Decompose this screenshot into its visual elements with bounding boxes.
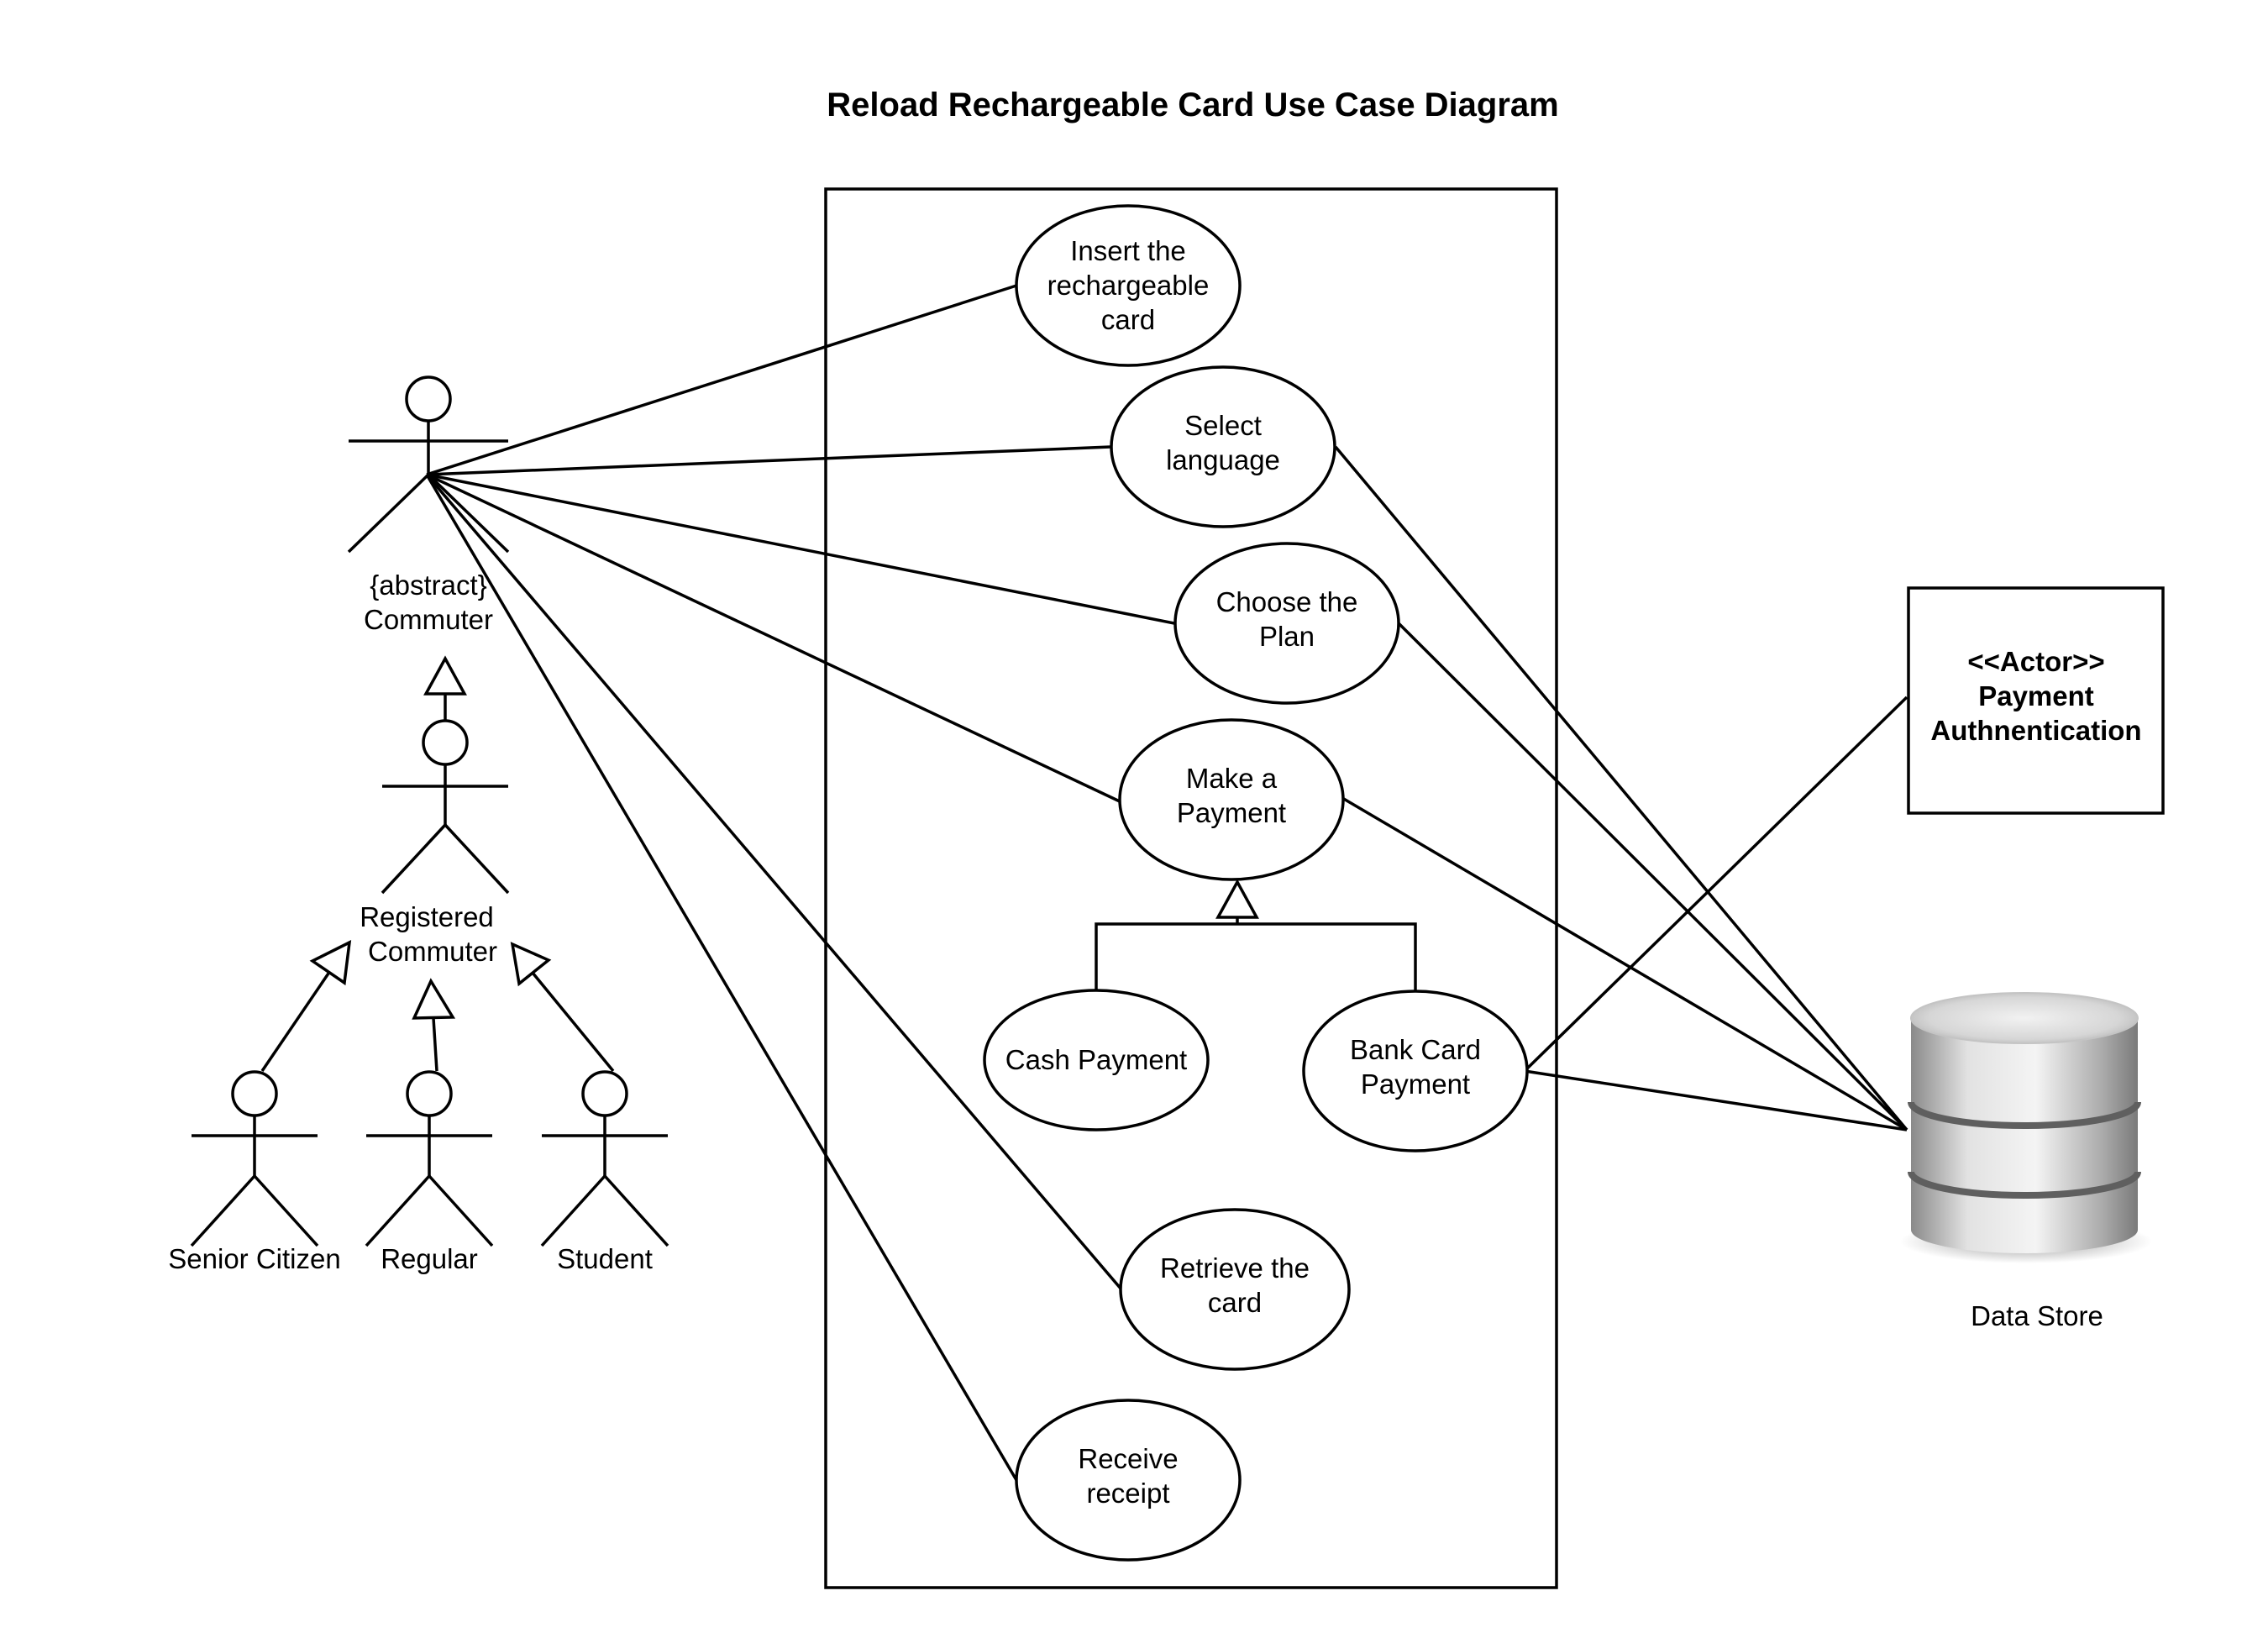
assoc-commuter-receipt (425, 474, 1018, 1481)
payment-authentication-actor[interactable]: <<Actor>> Payment Authnentication (1907, 586, 2165, 815)
commuter-associations (425, 284, 1175, 1481)
svg-text:Plan: Plan (1259, 621, 1315, 652)
assoc-payment-datastore (1341, 796, 1908, 1131)
svg-text:Payment: Payment (1361, 1068, 1470, 1100)
datastore-associations (1334, 445, 1908, 1131)
assoc-plan-datastore (1397, 622, 1908, 1131)
generalization-registered-commuter (423, 655, 467, 721)
svg-text:{abstract}: {abstract} (370, 570, 486, 601)
svg-text:card: card (1101, 304, 1155, 335)
generalization-student (510, 942, 615, 1073)
use-case-bank-card-payment[interactable]: Bank Card Payment (1302, 990, 1529, 1152)
svg-text:Bank Card: Bank Card (1350, 1034, 1481, 1065)
actor-registered-commuter[interactable]: Registered Commuter (360, 719, 510, 967)
svg-text:Cash Payment: Cash Payment (1005, 1044, 1187, 1075)
svg-text:<<Actor>>: <<Actor>> (1967, 646, 2104, 677)
generalization-regular (412, 978, 456, 1072)
use-case-insert-card[interactable]: Insert the rechargeable card (1015, 204, 1242, 367)
assoc-bankcard-payment-auth (1523, 696, 1908, 1073)
svg-text:Commuter: Commuter (364, 604, 493, 635)
svg-text:Select: Select (1184, 410, 1262, 441)
svg-text:Receive: Receive (1078, 1443, 1178, 1474)
actor-regular[interactable]: Regular (365, 1070, 494, 1274)
svg-text:Retrieve the: Retrieve the (1160, 1252, 1310, 1284)
svg-text:Authnentication: Authnentication (1930, 715, 2141, 746)
svg-text:Payment: Payment (1177, 797, 1286, 828)
svg-text:Student: Student (557, 1243, 653, 1274)
use-case-make-payment[interactable]: Make a Payment (1118, 718, 1345, 881)
actor-student[interactable]: Student (540, 1070, 669, 1274)
payment-generalization (1095, 879, 1417, 993)
svg-text:rechargeable: rechargeable (1047, 270, 1210, 301)
svg-text:receipt: receipt (1086, 1478, 1169, 1509)
generalization-senior (260, 939, 352, 1072)
assoc-bankcard-datastore (1524, 1069, 1908, 1131)
system-boundary (824, 187, 1558, 1589)
svg-text:Insert the: Insert the (1070, 235, 1186, 266)
svg-text:Senior Citizen: Senior Citizen (168, 1243, 340, 1274)
use-case-choose-plan[interactable]: Choose the Plan (1173, 542, 1400, 705)
actor-commuter[interactable]: {abstract} Commuter (347, 375, 510, 635)
svg-text:Make a: Make a (1186, 763, 1278, 794)
svg-text:Regular: Regular (381, 1243, 478, 1274)
use-case-retrieve-card[interactable]: Retrieve the card (1119, 1208, 1351, 1371)
data-store-label: Data Store (1971, 1300, 2103, 1331)
svg-text:Commuter: Commuter (368, 936, 497, 967)
svg-text:Registered: Registered (360, 901, 494, 932)
data-store-icon[interactable] (1900, 992, 2152, 1263)
assoc-commuter-plan (426, 473, 1175, 625)
assoc-commuter-payment (426, 473, 1122, 804)
use-case-select-language[interactable]: Select language (1110, 365, 1336, 528)
assoc-language-datastore (1334, 445, 1908, 1131)
assoc-commuter-retrieve (425, 473, 1123, 1291)
use-case-receive-receipt[interactable]: Receive receipt (1015, 1399, 1242, 1562)
svg-text:language: language (1166, 444, 1280, 475)
svg-text:Choose the: Choose the (1216, 586, 1358, 617)
use-case-cash-payment[interactable]: Cash Payment (983, 989, 1210, 1131)
svg-text:Payment: Payment (1978, 680, 2094, 711)
actor-senior-citizen[interactable]: Senior Citizen (168, 1070, 341, 1274)
svg-text:card: card (1208, 1287, 1262, 1318)
diagram-title: Reload Rechargeable Card Use Case Diagra… (827, 87, 1558, 123)
assoc-commuter-insert (426, 284, 1017, 476)
assoc-commuter-language (426, 445, 1111, 476)
